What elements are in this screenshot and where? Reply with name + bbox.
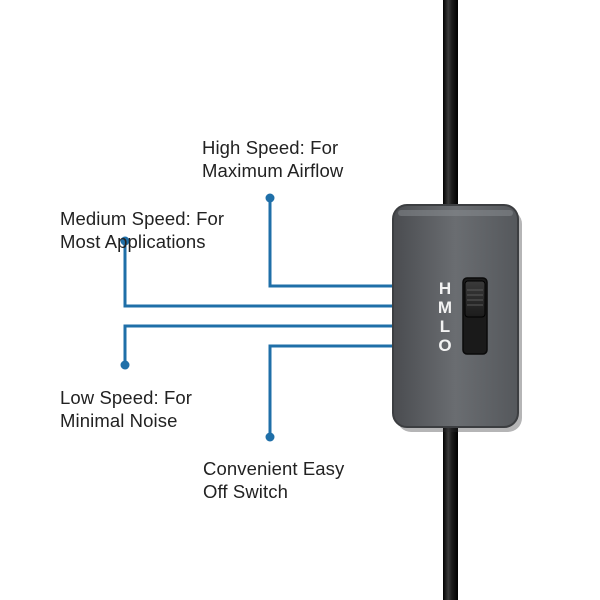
leader-lines bbox=[123, 198, 400, 437]
leader-line-medium bbox=[123, 241, 400, 308]
leader-dot-off bbox=[265, 432, 275, 442]
callout-off-switch-line1: Convenient Easy bbox=[203, 458, 345, 479]
leader-dot-high bbox=[265, 193, 275, 203]
leader-dot-low bbox=[120, 360, 130, 370]
callout-high-speed-line1: High Speed: For bbox=[202, 137, 339, 158]
callout-medium-speed: Medium Speed: For Most Applications bbox=[60, 207, 224, 253]
callout-off-switch-line2: Off Switch bbox=[203, 481, 288, 502]
leader-line-low bbox=[123, 324, 400, 365]
callout-medium-speed-line2: Most Applications bbox=[60, 231, 206, 252]
callout-off-switch: Convenient Easy Off Switch bbox=[203, 457, 344, 503]
power-cord-lower bbox=[443, 425, 458, 600]
switch-letter-l: L bbox=[440, 317, 450, 336]
slider-knob[interactable] bbox=[464, 280, 486, 318]
switch-letter-h: H bbox=[439, 279, 451, 298]
callout-low-speed-line2: Minimal Noise bbox=[60, 410, 178, 431]
switch-letters: H M L O bbox=[438, 279, 452, 355]
leader-dot-medium bbox=[120, 236, 130, 246]
callout-high-speed: High Speed: For Maximum Airflow bbox=[202, 136, 343, 182]
speed-switch: H M L O bbox=[392, 204, 522, 432]
leader-dots bbox=[120, 193, 275, 442]
slider-knob-body[interactable] bbox=[464, 280, 486, 318]
switch-body bbox=[392, 204, 519, 428]
callout-low-speed-line1: Low Speed: For bbox=[60, 387, 193, 408]
switch-body-highlight bbox=[398, 210, 513, 216]
power-cord-upper bbox=[443, 0, 458, 212]
callout-medium-speed-line1: Medium Speed: For bbox=[60, 208, 225, 229]
leader-line-off bbox=[268, 344, 400, 437]
callout-high-speed-line2: Maximum Airflow bbox=[202, 160, 344, 181]
power-cord bbox=[443, 0, 458, 600]
switch-letter-m: M bbox=[438, 298, 452, 317]
switch-letter-o: O bbox=[438, 336, 451, 355]
leader-line-high bbox=[268, 198, 400, 288]
callout-low-speed: Low Speed: For Minimal Noise bbox=[60, 386, 192, 432]
